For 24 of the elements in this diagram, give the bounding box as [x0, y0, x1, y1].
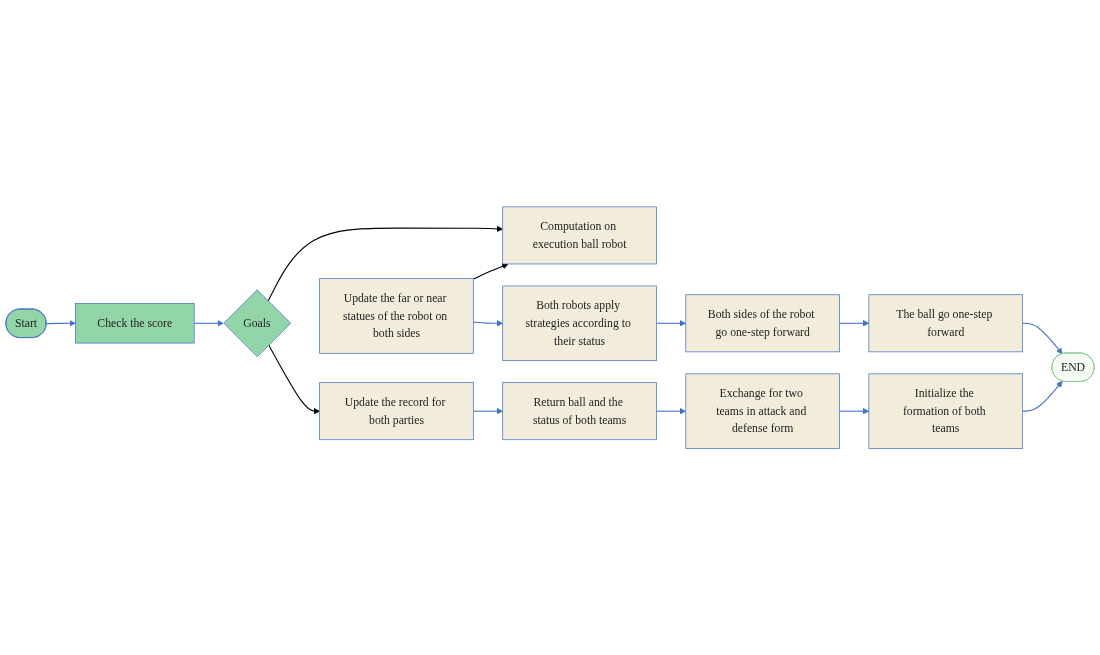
arrow	[193, 319, 224, 327]
arrow	[1022, 322, 1063, 355]
arrow	[472, 319, 503, 327]
arrow	[655, 407, 687, 415]
node-box: Update the record for both parties	[319, 382, 474, 440]
node-box: The ball go one-step forward	[868, 294, 1023, 353]
node-box: Both robots apply strategies according to their status	[502, 285, 657, 361]
node-box: Return ball and the status of both teams	[502, 382, 657, 440]
node-box: Initialize the formation of both teams	[868, 373, 1023, 449]
arrow	[472, 262, 509, 280]
arrow	[472, 407, 503, 415]
arrow	[267, 225, 503, 302]
arrow	[655, 319, 687, 327]
arrow	[1022, 380, 1063, 412]
arrow	[839, 319, 870, 327]
node-box: Computation on execution ball robot	[502, 206, 657, 265]
node-box: Check the score	[75, 302, 195, 344]
node-box: Both sides of the robot go one-step forward	[685, 294, 840, 353]
arrow	[839, 407, 870, 415]
node-box: Exchange for two teams in attack and defense form	[685, 373, 840, 449]
node-diamond: Goals	[223, 289, 292, 357]
node-box: Update the far or near statues of the robot on both sides	[319, 278, 474, 354]
arrow	[45, 319, 76, 327]
arrow	[268, 344, 320, 415]
